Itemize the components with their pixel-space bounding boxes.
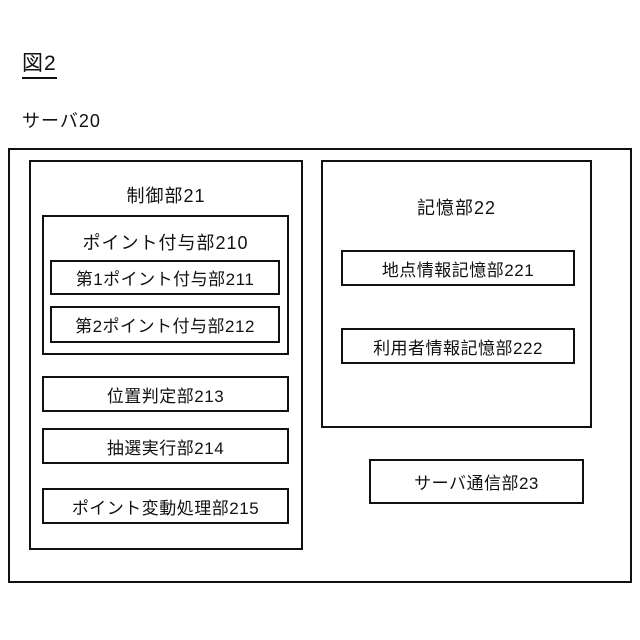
lottery-execution-unit-box[interactable]: 抽選実行部214 xyxy=(42,428,289,464)
control-unit-title: 制御部21 xyxy=(126,186,206,206)
storage-unit-box[interactable]: 記憶部22 xyxy=(321,160,592,428)
point-grant-unit-title: ポイント付与部210 xyxy=(82,233,249,253)
user-info-storage-unit-label: 利用者情報記憶部222 xyxy=(373,338,543,358)
location-info-storage-unit-box[interactable]: 地点情報記憶部221 xyxy=(341,250,575,286)
second-point-grant-unit-label: 第2ポイント付与部212 xyxy=(75,317,255,336)
first-point-grant-unit-box[interactable]: 第1ポイント付与部211 xyxy=(50,260,280,295)
point-change-processing-unit-label: ポイント変動処理部215 xyxy=(71,498,260,518)
server-communication-unit-box[interactable]: サーバ通信部23 xyxy=(369,459,584,504)
first-point-grant-unit-label: 第1ポイント付与部211 xyxy=(75,270,255,289)
user-info-storage-unit-box[interactable]: 利用者情報記憶部222 xyxy=(341,328,575,364)
server-system-label: サーバ20 xyxy=(22,111,101,131)
server-communication-unit-label: サーバ通信部23 xyxy=(414,474,539,493)
storage-unit-title: 記憶部22 xyxy=(416,198,497,218)
lottery-execution-unit-label: 抽選実行部214 xyxy=(106,438,225,458)
position-determination-unit-box[interactable]: 位置判定部213 xyxy=(42,376,289,412)
second-point-grant-unit-box[interactable]: 第2ポイント付与部212 xyxy=(50,306,280,343)
point-change-processing-unit-box[interactable]: ポイント変動処理部215 xyxy=(42,488,289,524)
location-info-storage-unit-label: 地点情報記憶部221 xyxy=(381,260,535,280)
position-determination-unit-label: 位置判定部213 xyxy=(106,386,225,406)
figure-number-label: 図2 xyxy=(22,52,57,80)
